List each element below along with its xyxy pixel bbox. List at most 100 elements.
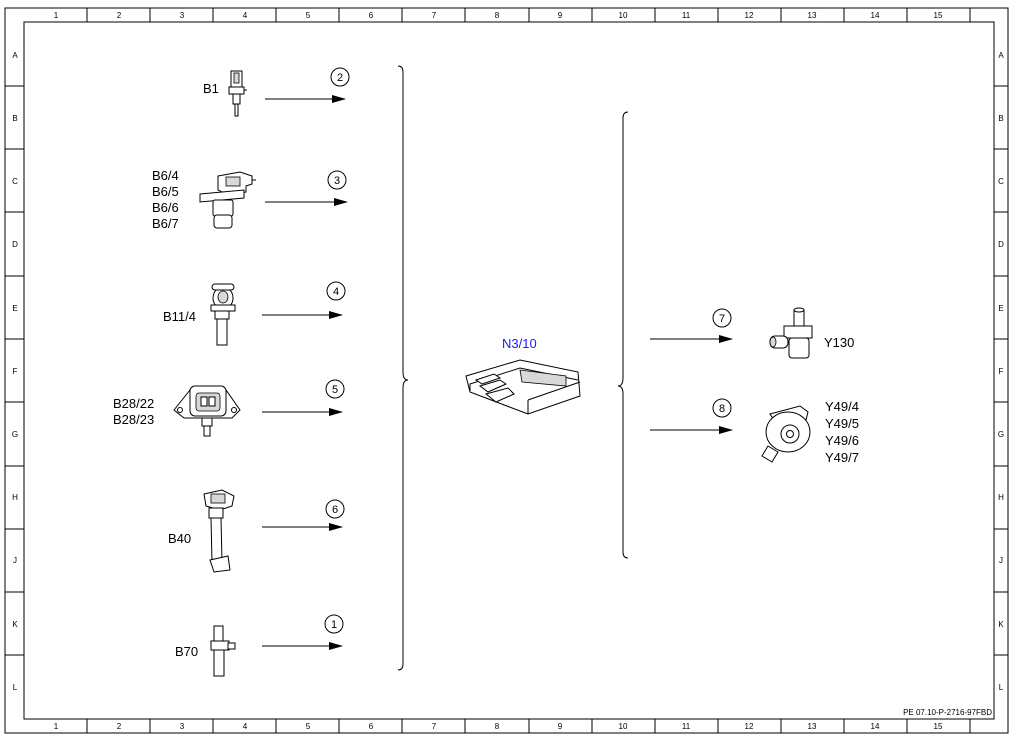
callout-circle: [712, 308, 732, 328]
component-label: B6/5: [152, 184, 179, 199]
coolant-sensor-icon: [210, 283, 236, 346]
col-label: 13: [808, 11, 817, 20]
row-label: L: [999, 683, 1004, 692]
solenoid-icon: [761, 405, 811, 463]
component-label: B70: [175, 644, 198, 659]
row-index: [5, 85, 1008, 656]
callout-number: 6: [332, 504, 338, 516]
row-label: G: [12, 430, 18, 439]
valve-icon: [769, 307, 813, 359]
control-unit-icon: [465, 359, 581, 415]
column-labels-top: 1 2 3 4 5 6 7 8 9 10 11 12 13 14 15: [54, 11, 943, 20]
input-brace: [397, 65, 409, 671]
component-label: B40: [168, 531, 191, 546]
component-label: B11/4: [163, 309, 196, 324]
controller-label: N3/10: [502, 336, 537, 351]
callout-circle: [326, 281, 346, 301]
col-label: 15: [934, 722, 943, 731]
row-label: F: [13, 367, 18, 376]
row-label: K: [998, 620, 1004, 629]
col-label: 3: [180, 722, 185, 731]
col-label: 1: [54, 722, 59, 731]
callout-circle: [712, 398, 732, 418]
callout-number: 2: [337, 72, 343, 84]
callout-circle: [325, 379, 345, 399]
col-label: 9: [558, 722, 563, 731]
callout-number: 7: [719, 313, 725, 325]
row-label: A: [998, 51, 1004, 60]
column-index: [86, 8, 971, 733]
callout-circle: [330, 67, 350, 87]
callout-circle: [327, 170, 347, 190]
row-label: K: [12, 620, 18, 629]
col-label: 5: [306, 722, 311, 731]
component-label: B6/6: [152, 200, 179, 215]
col-label: 12: [745, 722, 754, 731]
col-label: 11: [682, 722, 691, 731]
input-b11-4: B11/4 4: [163, 281, 346, 346]
col-label: 10: [619, 722, 628, 731]
temperature-sensor-icon: [228, 70, 247, 117]
component-label: Y49/7: [825, 450, 859, 465]
row-label: J: [999, 556, 1003, 565]
row-labels-right: A B C D E F G H J K L: [998, 51, 1004, 692]
row-label: B: [12, 114, 17, 123]
col-label: 8: [495, 11, 500, 20]
col-label: 5: [306, 11, 311, 20]
row-label: A: [12, 51, 18, 60]
col-label: 4: [243, 11, 248, 20]
row-label: L: [13, 683, 18, 692]
col-label: 15: [934, 11, 943, 20]
component-label: B28/23: [113, 412, 154, 427]
pressure-sensor-icon: [173, 385, 241, 437]
col-label: 14: [871, 11, 880, 20]
row-label: C: [998, 177, 1004, 186]
row-labels-left: A B C D E F G H J K L: [12, 51, 18, 692]
output-brace: [617, 111, 629, 559]
input-b70: B70 1: [175, 614, 344, 677]
row-label: J: [13, 556, 17, 565]
input-b1: B1 2: [203, 67, 350, 117]
col-label: 12: [745, 11, 754, 20]
col-label: 7: [432, 722, 437, 731]
col-label: 4: [243, 722, 248, 731]
drawing-code: PE 07.10-P-2716-97FBD: [903, 708, 992, 717]
callout-circle: [324, 614, 344, 634]
component-label: B6/7: [152, 216, 179, 231]
row-label: E: [12, 304, 17, 313]
inner-frame: [23, 21, 995, 720]
col-label: 14: [871, 722, 880, 731]
component-label: Y49/5: [825, 416, 859, 431]
component-label: B1: [203, 81, 219, 96]
output-y49: 8 Y49/4 Y49/5 Y49/6 Y49/7: [650, 398, 859, 465]
row-label: H: [12, 493, 18, 502]
col-label: 8: [495, 722, 500, 731]
col-label: 13: [808, 722, 817, 731]
callout-number: 4: [333, 286, 339, 298]
row-label: G: [998, 430, 1004, 439]
col-label: 1: [54, 11, 59, 20]
row-label: C: [12, 177, 18, 186]
callout-number: 3: [334, 175, 340, 187]
col-label: 6: [369, 11, 374, 20]
component-label: Y130: [824, 335, 854, 350]
col-label: 7: [432, 11, 437, 20]
output-y130: 7 Y130: [650, 307, 854, 359]
callout-number: 1: [331, 619, 337, 631]
input-b6: B6/4 B6/5 B6/6 B6/7 3: [152, 168, 348, 231]
row-label: F: [999, 367, 1004, 376]
col-label: 6: [369, 722, 374, 731]
outer-frame: [4, 7, 1009, 734]
component-label: Y49/4: [825, 399, 859, 414]
row-label: E: [998, 304, 1003, 313]
callout-circle: [325, 499, 345, 519]
crankshaft-sensor-icon: [210, 625, 236, 677]
camshaft-sensor-icon: [199, 171, 256, 229]
row-label: B: [998, 114, 1003, 123]
col-label: 3: [180, 11, 185, 20]
oil-sensor-icon: [203, 489, 235, 573]
col-label: 10: [619, 11, 628, 20]
row-label: H: [998, 493, 1004, 502]
column-labels-bottom: 1 2 3 4 5 6 7 8 9 10 11 12 13 14 15: [54, 722, 943, 731]
